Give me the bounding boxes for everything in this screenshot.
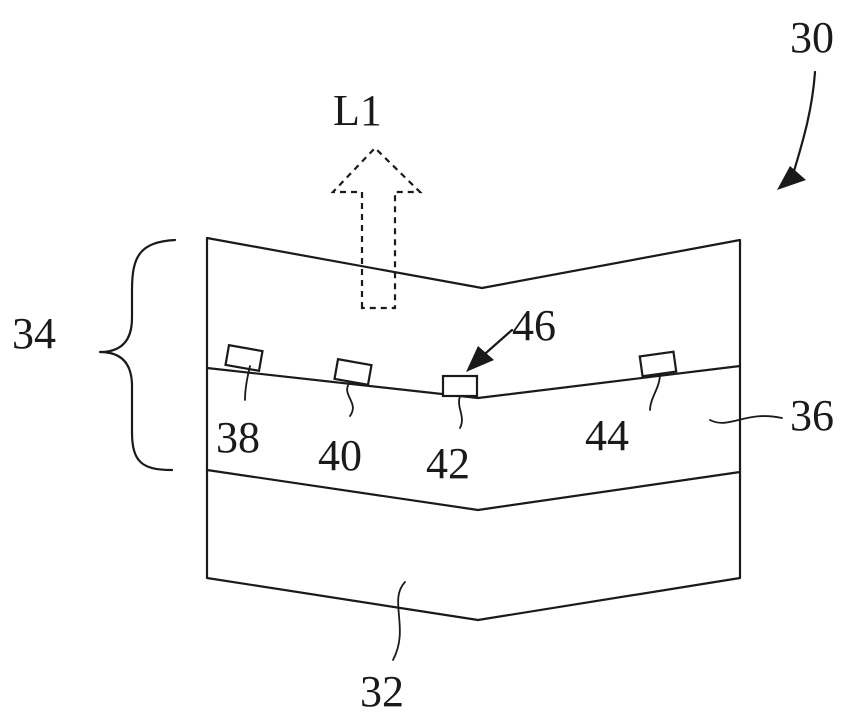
- device-pointer-arrowhead: [777, 166, 806, 190]
- label-30: 30: [790, 13, 834, 62]
- label-40: 40: [318, 431, 362, 480]
- label-38: 38: [216, 413, 260, 462]
- substrate-32-outline: [205, 468, 742, 622]
- stack-34-brace: [98, 238, 177, 472]
- label-36: 36: [790, 391, 834, 440]
- layer-36-bottom: [205, 364, 742, 512]
- device-pointer-arrow: [790, 70, 817, 180]
- leader-40: [346, 381, 354, 417]
- led-chip-42: [441, 374, 479, 398]
- leader-38: [244, 365, 251, 401]
- label-46: 46: [512, 301, 556, 350]
- leader-42: [458, 395, 463, 429]
- led-chip-44: [638, 350, 678, 378]
- led-chip-40: [333, 357, 373, 387]
- leader-44: [649, 373, 661, 411]
- label-44: 44: [585, 411, 629, 460]
- led-chip-38: [224, 343, 264, 373]
- leader-32: [392, 581, 406, 661]
- emission-dashed-arrow: [330, 146, 423, 310]
- array-pointer-arrowhead: [466, 346, 494, 372]
- label-42: 42: [426, 439, 470, 488]
- label-32: 32: [360, 667, 404, 716]
- leader-36: [709, 415, 783, 424]
- label-L1: L1: [333, 86, 382, 135]
- label-34: 34: [12, 309, 56, 358]
